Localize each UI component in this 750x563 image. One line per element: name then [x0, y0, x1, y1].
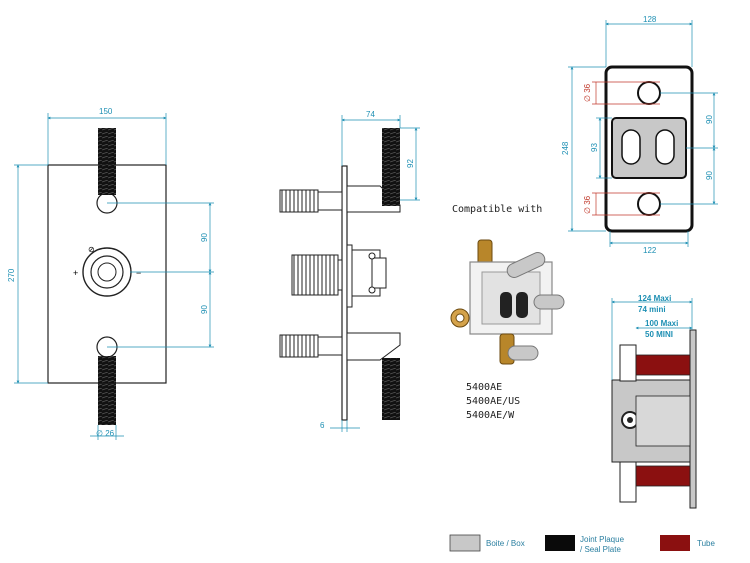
legend-label-seal-1: Joint Plaque — [580, 535, 625, 544]
front-view: + − ⊘ 150 270 90 90 ∅ 26 — [7, 107, 214, 440]
model-0: 5400AE — [466, 382, 502, 393]
section-view: 124 Maxi 74 mini 100 Maxi 50 MINI — [611, 294, 697, 509]
box-right-lower-dim: 90 — [705, 171, 714, 180]
section-max-inner: 100 Maxi — [645, 319, 678, 328]
box-width-dim: 128 — [643, 15, 657, 24]
legend-swatch-seal — [545, 535, 575, 551]
box-view: 128 122 248 ∅ 36 ∅ 36 93 90 90 — [561, 15, 718, 255]
model-1: 5400AE/US — [466, 396, 520, 407]
legend-swatch-box — [449, 534, 481, 552]
minus-mark: − — [136, 268, 141, 278]
box-hole-top-dim: ∅ 36 — [583, 83, 592, 102]
side-plate — [341, 165, 348, 421]
legend-swatch-tube — [660, 535, 690, 551]
side-offset-dim: 92 — [406, 159, 415, 168]
section-max-depth: 124 Maxi — [638, 294, 671, 303]
side-plate-dim: 6 — [320, 421, 325, 430]
legend-label-seal-2: / Seal Plate — [580, 545, 621, 554]
front-height-dim: 270 — [7, 268, 16, 282]
front-spacing-upper: 90 — [200, 233, 209, 242]
legend: Boite / Box Joint Plaque / Seal Plate Tu… — [449, 534, 715, 554]
compatible-title: Compatible with — [452, 204, 542, 215]
plus-mark: + — [73, 268, 78, 278]
box-right-upper-dim: 90 — [705, 115, 714, 124]
box-hole-bottom-dim: ∅ 36 — [583, 195, 592, 214]
box-center-height-dim: 93 — [590, 143, 599, 152]
compatible-section: Compatible with 5400AE 5400AE/US 5400AE/… — [450, 204, 565, 421]
front-spacing-lower: 90 — [200, 305, 209, 314]
model-2: 5400AE/W — [466, 410, 515, 421]
section-min-depth: 74 mini — [638, 305, 666, 314]
svg-text:⊘: ⊘ — [88, 245, 95, 254]
front-width-dim: 150 — [99, 107, 113, 116]
box-height-dim: 248 — [561, 141, 570, 155]
section-min-inner: 50 MINI — [645, 330, 673, 339]
legend-label-box: Boite / Box — [486, 539, 525, 548]
box-bottom-width-dim: 122 — [643, 246, 657, 255]
front-diameter-dim: ∅ 26 — [96, 429, 115, 438]
legend-label-tube: Tube — [697, 539, 715, 548]
side-depth-dim: 74 — [366, 110, 375, 119]
valve-box-image — [450, 239, 565, 365]
side-view: 74 92 6 — [279, 110, 420, 432]
